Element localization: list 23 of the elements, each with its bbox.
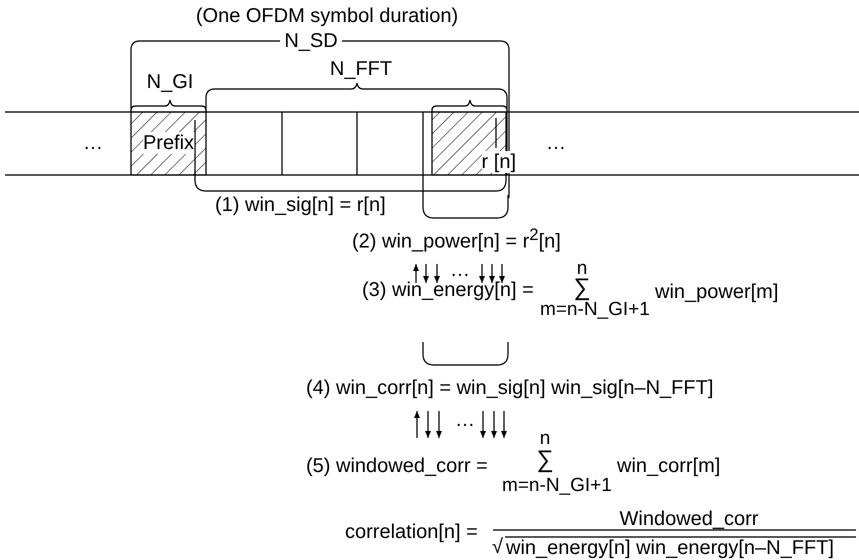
ellipsis: … bbox=[546, 132, 566, 154]
sum-limit: m=n-N_GI+1 bbox=[502, 474, 612, 496]
formula-text: win_power[m] bbox=[655, 281, 778, 303]
caption-text: (One OFDM symbol duration) bbox=[196, 5, 458, 27]
root-sign: √ bbox=[492, 536, 503, 558]
formula-text: (2) win_power[n] = r$^{2}$[n] bbox=[352, 224, 561, 253]
dimension-label: N_FFT bbox=[330, 58, 392, 80]
segment-label: Prefix bbox=[142, 132, 194, 154]
formula-text: correlation[n] = bbox=[345, 521, 478, 543]
ellipsis: … bbox=[455, 409, 475, 431]
formula-text: win_corr[m] bbox=[617, 455, 720, 477]
sum-sign: ∑ bbox=[536, 447, 554, 473]
ellipsis: … bbox=[450, 259, 470, 281]
formula-text: (3) win_energy[n] = bbox=[362, 279, 534, 301]
formula-text: (1) win_sig[n] = r[n] bbox=[215, 194, 386, 216]
sum-limit: n bbox=[540, 428, 550, 448]
formula-text: win_energy[n] win_energy[n–N_FFT] bbox=[506, 537, 834, 559]
ellipsis: … bbox=[83, 132, 103, 154]
formula-text: Windowed_corr bbox=[620, 508, 758, 530]
segment-label: r [n] bbox=[482, 151, 516, 173]
formula-text: (5) windowed_corr = bbox=[306, 455, 488, 477]
formula-text: (4) win_corr[n] = win_sig[n] win_sig[n–N_FFT] bbox=[306, 377, 714, 399]
dimension-label: N_GI bbox=[146, 71, 194, 93]
